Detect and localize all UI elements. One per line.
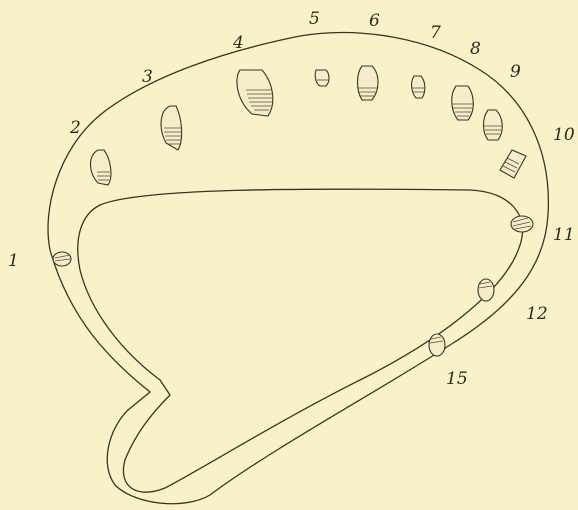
label-5: 5 [309, 9, 320, 29]
tooth-9 [484, 110, 503, 140]
tooth-12 [478, 279, 494, 301]
label-2: 2 [69, 118, 81, 138]
label-10: 10 [553, 125, 575, 145]
label-3: 3 [142, 67, 153, 87]
tooth-2 [91, 150, 111, 185]
label-6: 6 [369, 11, 380, 31]
label-15: 15 [446, 369, 468, 389]
label-11: 11 [553, 225, 575, 245]
label-12: 12 [526, 304, 548, 324]
teeth [53, 66, 533, 356]
tooth-7 [412, 76, 425, 98]
tooth-5 [315, 70, 329, 86]
tooth-15 [429, 334, 445, 356]
tooth-6 [358, 66, 379, 100]
labels: 1 2 3 4 5 6 7 8 9 10 11 12 15 [8, 9, 575, 389]
label-8: 8 [470, 39, 481, 59]
label-9: 9 [510, 62, 521, 82]
tooth-10 [500, 150, 526, 178]
tooth-1 [53, 252, 71, 266]
tooth-11 [511, 216, 533, 232]
label-7: 7 [430, 23, 441, 43]
tooth-4 [237, 70, 273, 116]
label-4: 4 [232, 33, 244, 53]
tooth-8 [452, 86, 474, 120]
tooth-3 [161, 106, 182, 150]
label-1: 1 [8, 251, 19, 271]
